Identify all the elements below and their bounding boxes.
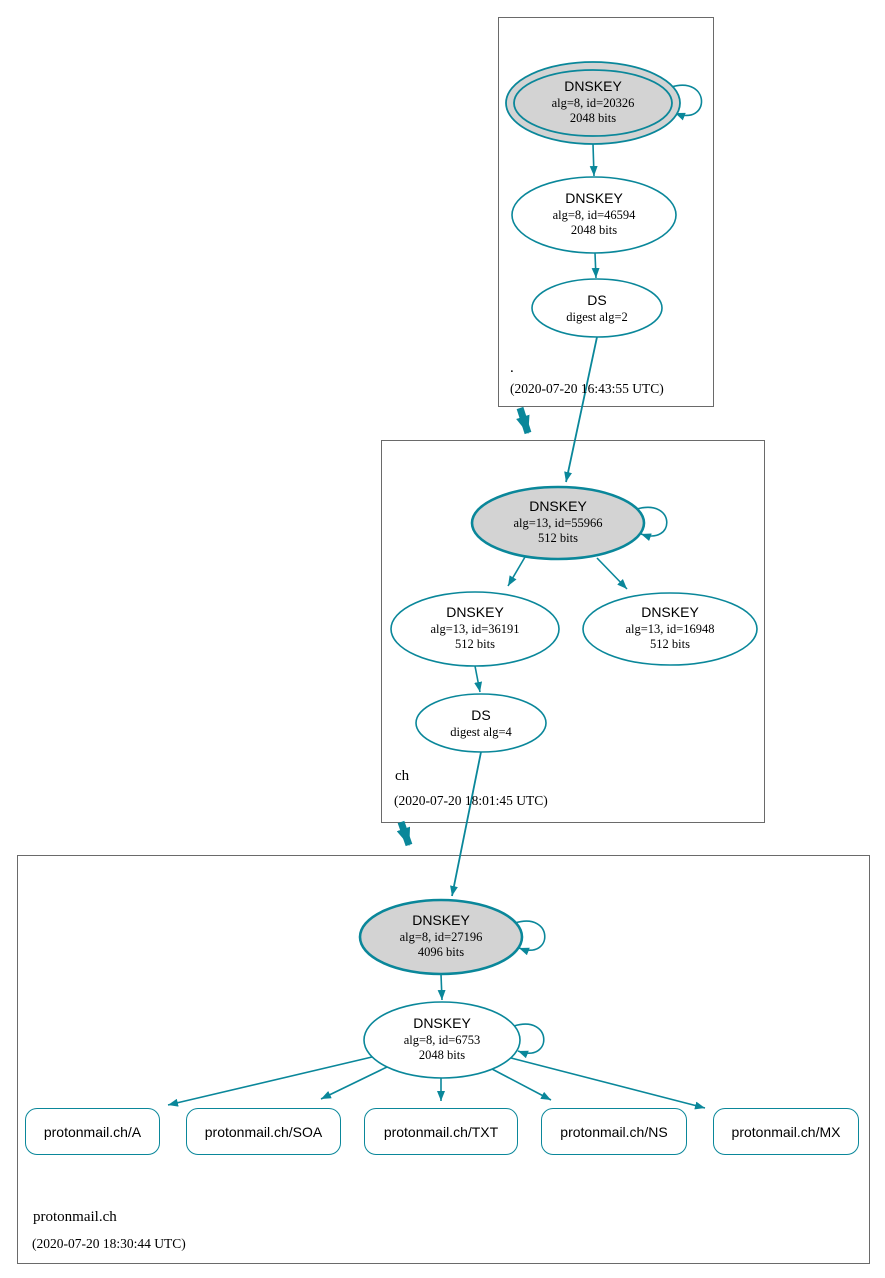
root-ds-detail1: digest alg=2 — [566, 309, 628, 324]
edge-pm-ksk-to-zsk — [437, 973, 446, 1001]
root-zsk-title: DNSKEY — [565, 190, 623, 206]
pm-zsk-node: DNSKEY alg=8, id=6753 2048 bits — [355, 1015, 529, 1063]
root-ds-node: DS digest alg=2 — [510, 292, 684, 325]
edge-ch-zsk1-to-ds — [474, 665, 483, 693]
edge-root-ksk-to-zsk — [589, 143, 598, 177]
ch-zsk1-ellipse — [390, 591, 560, 667]
pm-ksk-detail1: alg=8, id=27196 — [399, 929, 483, 944]
edge-delegation-root-to-ch — [516, 406, 532, 435]
root-ksk-title: DNSKEY — [564, 78, 622, 94]
pm-zsk-detail2: 2048 bits — [418, 1047, 466, 1062]
edge-delegation-ch-to-pm — [396, 820, 413, 847]
edge-ch-ksk-selfloop — [636, 506, 668, 542]
root-zsk-detail2: 2048 bits — [570, 222, 618, 237]
root-ds-ellipse — [531, 278, 663, 338]
ch-zsk2-ellipse — [582, 592, 758, 666]
root-ksk-node: DNSKEY alg=8, id=20326 2048 bits — [506, 78, 680, 126]
root-zsk-node: DNSKEY alg=8, id=46594 2048 bits — [507, 190, 681, 238]
rrset-protonmail-soa: protonmail.ch/SOA — [186, 1108, 341, 1155]
edge-root-zsk-to-ds — [591, 252, 600, 279]
root-zone-timestamp: (2020-07-20 16:43:55 UTC) — [510, 381, 664, 396]
edge-root-ds-to-ch-ksk — [564, 336, 598, 483]
ch-zsk2-detail1: alg=13, id=16948 — [625, 621, 715, 636]
pm-ksk-title: DNSKEY — [412, 912, 470, 928]
pm-zsk-title: DNSKEY — [413, 1015, 471, 1031]
edge-pm-zsk-to-a — [167, 1056, 373, 1107]
root-zsk-ellipse — [511, 176, 677, 254]
ch-zsk2-detail2: 512 bits — [650, 636, 690, 651]
ch-ds-title: DS — [471, 707, 491, 723]
edge-ch-ksk-to-zsk2 — [596, 557, 628, 590]
ch-ksk-ellipse — [470, 485, 646, 561]
root-zone-label: . — [510, 360, 514, 376]
ch-zsk1-detail1: alg=13, id=36191 — [430, 621, 520, 636]
edge-pm-zsk-to-soa — [320, 1066, 388, 1100]
pm-zone-timestamp: (2020-07-20 18:30:44 UTC) — [32, 1236, 186, 1251]
ch-ds-ellipse — [415, 693, 547, 753]
ch-zsk1-detail2: 512 bits — [455, 636, 495, 651]
ch-zsk2-title: DNSKEY — [641, 604, 699, 620]
edge-pm-zsk-to-mx — [510, 1057, 706, 1110]
edge-ch-ksk-to-zsk1 — [507, 556, 526, 587]
edge-pm-zsk-selfloop — [513, 1023, 545, 1059]
ch-ksk-node: DNSKEY alg=13, id=55966 512 bits — [471, 498, 645, 546]
root-ksk-detail1: alg=8, id=20326 — [551, 95, 635, 110]
ch-ksk-detail2: 512 bits — [538, 530, 578, 545]
rrset-protonmail-txt: protonmail.ch/TXT — [364, 1108, 518, 1155]
ch-ksk-title: DNSKEY — [529, 498, 587, 514]
pm-ksk-ellipse — [358, 898, 524, 976]
edge-root-ksk-selfloop — [670, 84, 703, 121]
ch-ds-node: DS digest alg=4 — [394, 707, 568, 740]
root-ksk-ellipse-inner — [513, 69, 673, 137]
edge-pm-zsk-to-ns — [491, 1068, 552, 1101]
edge-ch-ds-to-pm-ksk — [450, 751, 482, 897]
ch-zsk1-title: DNSKEY — [446, 604, 504, 620]
pm-zsk-detail1: alg=8, id=6753 — [403, 1032, 481, 1047]
zone-box-ch — [381, 440, 765, 823]
root-ksk-detail2: 2048 bits — [569, 110, 617, 125]
zone-box-root — [498, 17, 714, 407]
rrset-protonmail-ns: protonmail.ch/NS — [541, 1108, 687, 1155]
zone-box-protonmail — [17, 855, 870, 1264]
pm-zone-label: protonmail.ch — [33, 1209, 117, 1225]
root-ds-title: DS — [587, 292, 607, 308]
ch-zone-label: ch — [395, 768, 410, 784]
root-zsk-detail1: alg=8, id=46594 — [552, 207, 636, 222]
ch-zone-timestamp: (2020-07-20 18:01:45 UTC) — [394, 793, 548, 808]
ch-zsk1-node: DNSKEY alg=13, id=36191 512 bits — [388, 604, 562, 652]
ch-ksk-detail1: alg=13, id=55966 — [513, 515, 603, 530]
pm-zsk-ellipse — [363, 1001, 521, 1079]
pm-ksk-detail2: 4096 bits — [417, 944, 465, 959]
ch-zsk2-node: DNSKEY alg=13, id=16948 512 bits — [583, 604, 757, 652]
pm-ksk-node: DNSKEY alg=8, id=27196 4096 bits — [354, 912, 528, 960]
root-ksk-ellipse-outer — [505, 61, 681, 145]
rrset-protonmail-mx: protonmail.ch/MX — [713, 1108, 859, 1155]
edge-pm-ksk-selfloop — [514, 920, 546, 956]
ch-ds-detail1: digest alg=4 — [450, 724, 512, 739]
rrset-protonmail-a: protonmail.ch/A — [25, 1108, 160, 1155]
